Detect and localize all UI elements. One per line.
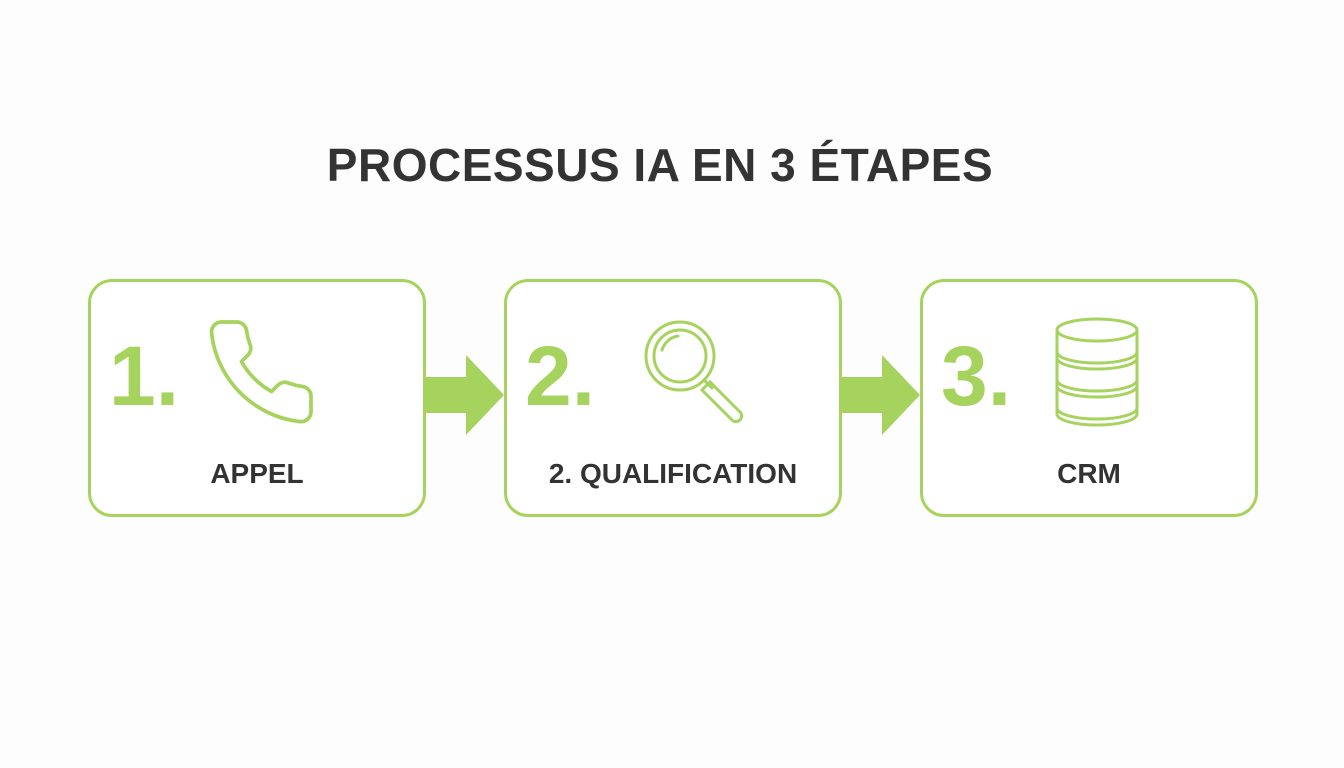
arrow-right-icon [842, 355, 920, 435]
arrow-right-icon [426, 355, 504, 435]
step-card-3: 3. CRM [920, 279, 1258, 517]
step-label-3: CRM [1057, 458, 1121, 489]
diagram-title: PROCESSUS IA EN 3 ÉTAPES [326, 139, 994, 191]
step-number-3: 3. [941, 329, 1012, 423]
step-number-1: 1. [109, 329, 180, 423]
magnifier-icon [644, 320, 744, 424]
step-label-1: APPEL [210, 458, 304, 489]
phone-icon [209, 320, 313, 424]
step-card-1: 1. APPEL [88, 279, 426, 517]
step-label-2: 2. QUALIFICATION [548, 458, 798, 489]
database-icon [1055, 317, 1139, 427]
step-card-2: 2. 2. QUALIFICATION [504, 279, 842, 517]
step-number-2: 2. [525, 329, 596, 423]
